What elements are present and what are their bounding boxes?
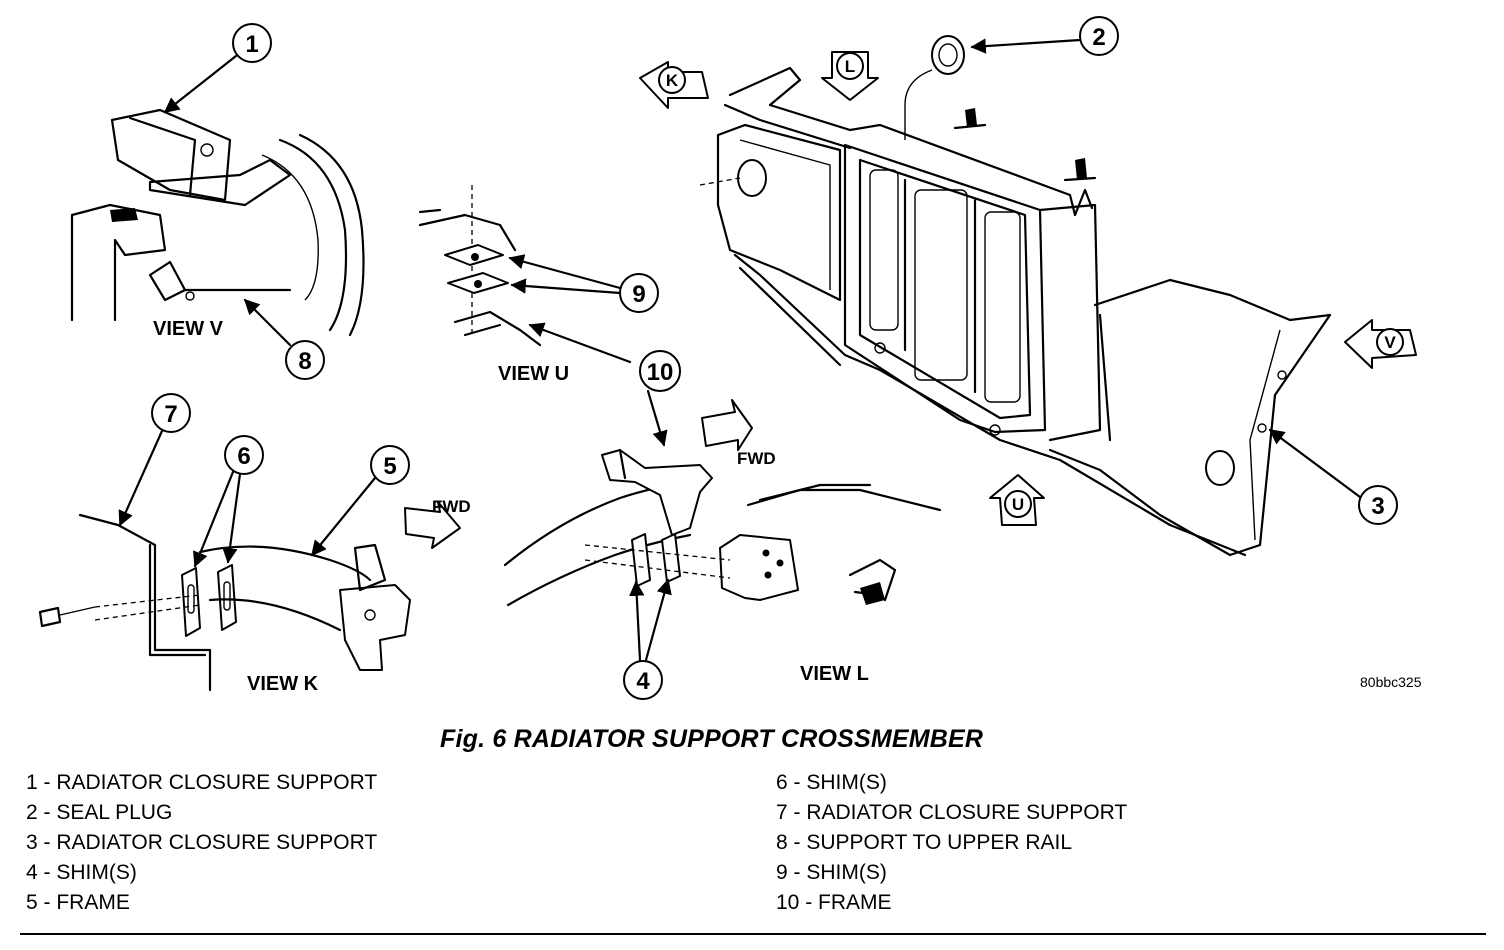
callout-1-circle (232, 23, 272, 63)
view-arrow-u: U (989, 474, 1045, 526)
view-u-label: VIEW U (498, 363, 569, 385)
legend-item: 4 - SHIM(S) (26, 861, 137, 884)
view-u-drawing: VIEW U 9 (418, 185, 659, 385)
view-arrow-v: V (1344, 319, 1417, 369)
view-arrow-l-label: L (845, 57, 855, 76)
fwd-arrow-l (701, 399, 753, 451)
callout-2: 2 (1092, 24, 1105, 51)
callout-7: 7 (164, 401, 177, 428)
legend-item: 1 - RADIATOR CLOSURE SUPPORT (26, 771, 378, 794)
view-v-label: VIEW V (153, 318, 224, 340)
callout-10-circle (639, 350, 681, 392)
callout-8: 8 (298, 348, 311, 375)
legend-item: 7 - RADIATOR CLOSURE SUPPORT (776, 801, 1128, 824)
view-arrow-l: L (821, 51, 879, 101)
callout-2-circle (1079, 16, 1119, 56)
callout-1: 1 (245, 31, 258, 58)
radiator-support-assembly: 2 3 (699, 16, 1398, 557)
view-arrow-k: K (639, 61, 709, 109)
legend-item: 5 - FRAME (26, 891, 130, 914)
callout-10: 10 (647, 359, 674, 386)
legend-item: 10 - FRAME (776, 891, 892, 914)
legend-item: 6 - SHIM(S) (776, 771, 887, 794)
legend-item: 3 - RADIATOR CLOSURE SUPPORT (26, 831, 378, 854)
legend-left: 1 - RADIATOR CLOSURE SUPPORT 2 - SEAL PL… (26, 768, 377, 918)
callout-6: 6 (237, 443, 250, 470)
legend-item: 9 - SHIM(S) (776, 861, 887, 884)
legend-item: 2 - SEAL PLUG (26, 801, 173, 824)
exploded-diagram: VIEW V 1 8 VIEW U 9 (38, 16, 1422, 700)
callout-4: 4 (636, 668, 650, 695)
callout-5: 5 (383, 453, 396, 480)
callout-7-circle (151, 393, 191, 433)
view-arrow-u-label: U (1012, 495, 1024, 514)
callout-5-circle (370, 445, 410, 485)
callout-3-circle (1358, 485, 1398, 525)
legend-right: 6 - SHIM(S) 7 - RADIATOR CLOSURE SUPPORT… (776, 768, 1127, 918)
callout-9: 9 (632, 281, 645, 308)
callout-8-circle (285, 340, 325, 380)
callout-3: 3 (1371, 493, 1384, 520)
view-arrow-v-label: V (1384, 333, 1396, 352)
view-k-label: VIEW K (247, 673, 319, 695)
view-l-drawing: VIEW L 10 4 FWD (503, 350, 942, 700)
legend-item: 8 - SUPPORT TO UPPER RAIL (776, 831, 1073, 854)
callout-6-circle (224, 435, 264, 475)
fwd-arrow-k (404, 501, 461, 549)
figure-caption: Fig. 6 RADIATOR SUPPORT CROSSMEMBER (440, 725, 984, 753)
callout-4-circle (623, 660, 663, 700)
view-k-drawing: VIEW K 7 6 5 FWD (38, 393, 471, 695)
bottom-divider (20, 933, 1486, 935)
view-arrow-k-label: K (666, 71, 679, 90)
image-code: 80bbc325 (1360, 674, 1422, 690)
fwd-label-k: FWD (432, 497, 471, 516)
fwd-label-l: FWD (737, 449, 776, 468)
view-v-drawing: VIEW V 1 8 (70, 23, 365, 380)
view-l-label: VIEW L (800, 663, 869, 685)
